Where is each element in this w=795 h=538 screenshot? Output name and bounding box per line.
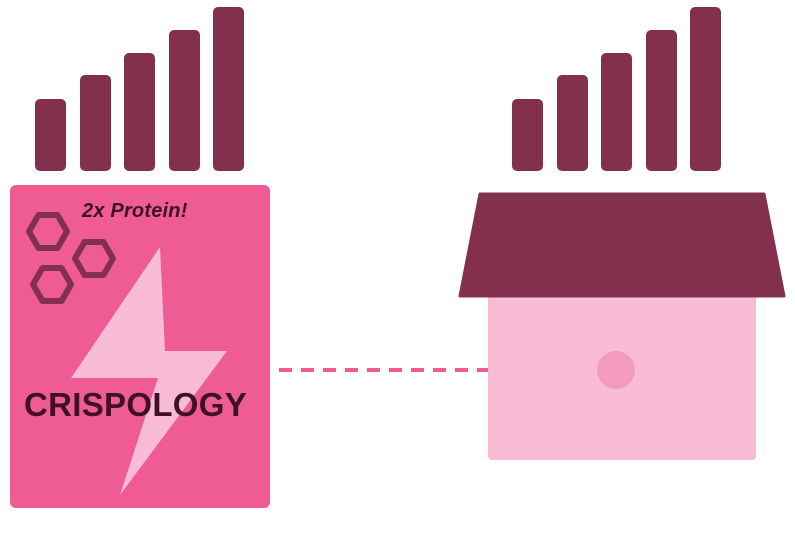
signal-bar-4 <box>646 30 677 171</box>
product-brand-name: CRISPOLOGY <box>24 386 248 423</box>
signal-bar-3 <box>601 53 632 171</box>
signal-bar-1 <box>35 99 66 171</box>
house-roof <box>458 192 786 298</box>
hexagon-icons <box>26 212 116 304</box>
signal-bar-2 <box>80 75 111 171</box>
house-signal-bars-icon <box>512 7 721 171</box>
dot-icon <box>597 351 635 389</box>
signal-bar-2 <box>557 75 588 171</box>
signal-bar-5 <box>690 7 721 171</box>
hexagon-icon <box>26 212 70 251</box>
hexagon-icon <box>30 265 74 304</box>
signal-bar-4 <box>169 30 200 171</box>
house-icon <box>458 192 786 460</box>
hexagon-icon <box>72 239 116 278</box>
signal-bar-1 <box>512 99 543 171</box>
signal-bar-5 <box>213 7 244 171</box>
signal-bar-3 <box>124 53 155 171</box>
product-signal-bars-icon <box>35 7 244 171</box>
product-tagline: 2x Protein! <box>82 200 188 222</box>
lightning-bolt-icon <box>71 247 227 495</box>
